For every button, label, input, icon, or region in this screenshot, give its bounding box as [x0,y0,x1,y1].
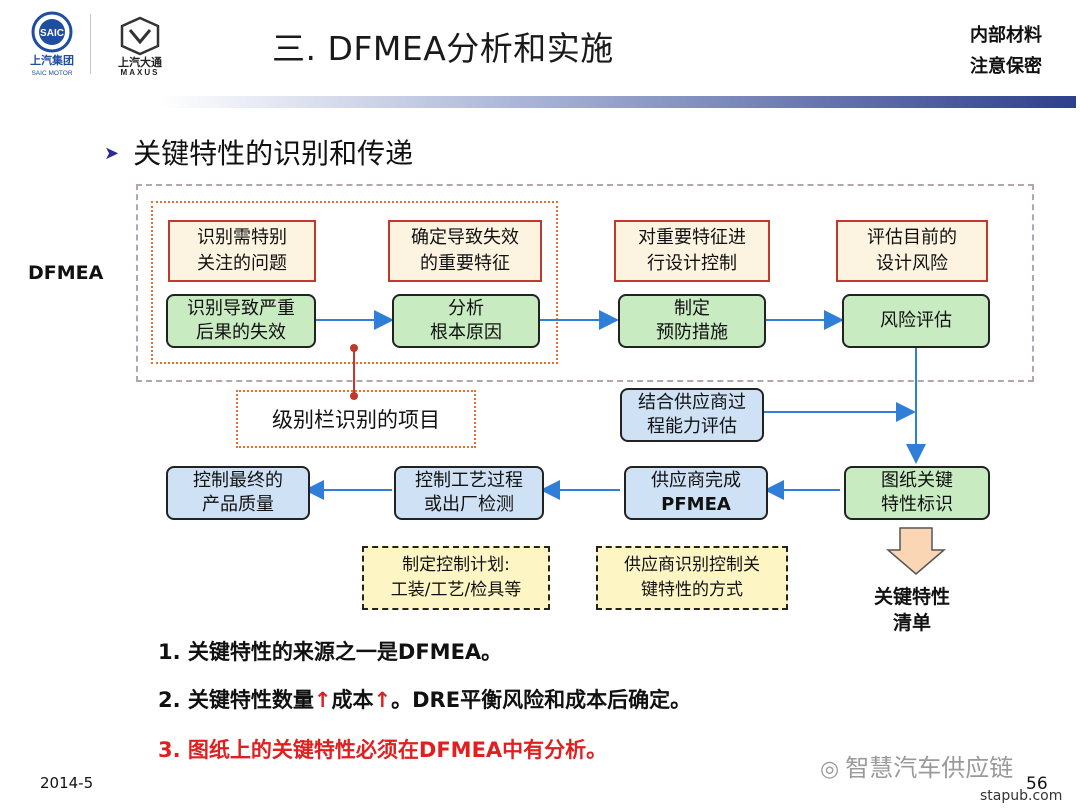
green-box-failure-line1: 识别导致严重 [187,298,295,319]
wechat-icon: ◎ [820,757,840,782]
green-box-prevention-line2: 预防措施 [656,322,728,343]
up-arrow-icon: ↑ [313,688,332,712]
control-plan-line1: 制定控制计划: [402,555,510,575]
kc-list-line2: 清单 [893,612,932,634]
red-box-3: 对重要特征进 行设计控制 [614,220,770,282]
slide-title: 三. DFMEA分析和实施 [272,29,614,68]
watermark: ◎智慧汽车供应链 [820,748,1013,783]
up-arrow-icon: ↑ [373,688,392,712]
green-box-failure: 识别导致严重 后果的失效 [166,294,316,348]
kc-list-line1: 关键特性 [874,586,951,608]
red-box-2-line2: 的重要特征 [420,253,510,274]
supplier-method-line1: 供应商识别控制关 [624,555,760,575]
level-connector-dot-bottom [350,392,358,400]
saic-logo-text: 上汽集团 [30,53,74,67]
green-box-root-cause: 分析 根本原因 [392,294,540,348]
confidential-label: 内部材料 注意保密 [970,20,1042,82]
note-2-part-c: 。DRE平衡风险和成本后确定。 [391,688,692,712]
pfmea-box: 供应商完成 PFMEA [624,466,768,520]
green-box-root-cause-line1: 分析 [448,298,484,319]
control-plan-line2: 工装/工艺/检具等 [390,580,522,600]
bullet-arrow-icon: ➤ [104,143,120,164]
process-control-box: 控制工艺过程 或出厂检测 [394,466,544,520]
supplier-method-line2: 键特性的方式 [641,580,743,600]
pfmea-line1: 供应商完成 [651,470,741,491]
kc-list-label: 关键特性 清单 [874,584,950,636]
red-box-1-line2: 关注的问题 [197,253,287,274]
section-bullet: ➤ 关键特性的识别和传递 [104,132,413,172]
supplier-method-note: 供应商识别控制关 键特性的方式 [596,546,788,610]
pfmea-line2: PFMEA [661,494,731,515]
level-connector-dot-top [350,344,358,352]
note-1: 1. 关键特性的来源之一是DFMEA。 [158,640,503,664]
saic-logo: SAIC 上汽集团 SAIC MOTOR [30,11,74,77]
drawing-kc-box: 图纸关键 特性标识 [844,466,990,520]
note-2-part-b: 成本 [331,688,374,712]
red-box-1-line1: 识别需特别 [197,227,287,248]
red-box-4-line2: 设计风险 [876,253,948,274]
final-quality-line2: 产品质量 [202,494,274,515]
green-box-risk-line1: 风险评估 [880,310,952,331]
dfmea-frame [136,184,1034,382]
green-box-root-cause-line2: 根本原因 [430,322,502,343]
final-quality-line1: 控制最终的 [193,470,283,491]
dfmea-label: DFMEA [28,262,104,284]
process-control-line1: 控制工艺过程 [415,470,523,491]
red-box-4: 评估目前的 设计风险 [836,220,988,282]
drawing-kc-line2: 特性标识 [881,494,953,515]
maxus-logo-sub: MAXUS [121,68,160,76]
drawing-kc-line1: 图纸关键 [881,470,953,491]
red-box-4-line1: 评估目前的 [867,227,957,248]
red-box-3-line1: 对重要特征进 [638,227,746,248]
slide-date: 2014-5 [40,774,94,792]
green-box-prevention: 制定 预防措施 [618,294,766,348]
note-2-part-a: 2. 关键特性数量 [158,688,314,712]
level-column-box: 级别栏识别的项目 [236,390,476,448]
supplier-capability-box: 结合供应商过 程能力评估 [620,388,764,442]
maxus-logo: 上汽大通 MAXUS [118,16,162,76]
bullet-text: 关键特性的识别和传递 [133,137,414,170]
red-box-3-line2: 行设计控制 [647,253,737,274]
red-box-2-line1: 确定导致失效 [411,227,519,248]
note-2: 2. 关键特性数量↑成本↑。DRE平衡风险和成本后确定。 [158,684,691,714]
watermark-text: 智慧汽车供应链 [845,754,1014,782]
supplier-capability-line2: 程能力评估 [647,416,737,437]
supplier-capability-line1: 结合供应商过 [638,392,746,413]
saic-badge-text: SAIC [40,28,64,39]
confidential-line1: 内部材料 [970,25,1042,46]
green-box-failure-line2: 后果的失效 [196,322,286,343]
maxus-logo-text: 上汽大通 [118,55,162,69]
page-number: 56 [1026,774,1048,794]
down-arrow-icon [885,527,947,575]
process-control-line2: 或出厂检测 [424,494,514,515]
note-3: 3. 图纸上的关键特性必须在DFMEA中有分析。 [158,738,608,762]
title-gradient-bar [160,96,1076,108]
confidential-line2: 注意保密 [970,56,1042,77]
red-box-1: 识别需特别 关注的问题 [168,220,316,282]
logo-divider [90,14,91,74]
control-plan-note: 制定控制计划: 工装/工艺/检具等 [362,546,550,610]
site-watermark: stapub.com [980,788,1063,804]
red-box-2: 确定导致失效 的重要特征 [388,220,542,282]
final-quality-box: 控制最终的 产品质量 [166,466,310,520]
green-box-prevention-line1: 制定 [674,298,710,319]
saic-logo-sub: SAIC MOTOR [31,70,72,77]
green-box-risk: 风险评估 [842,294,990,348]
